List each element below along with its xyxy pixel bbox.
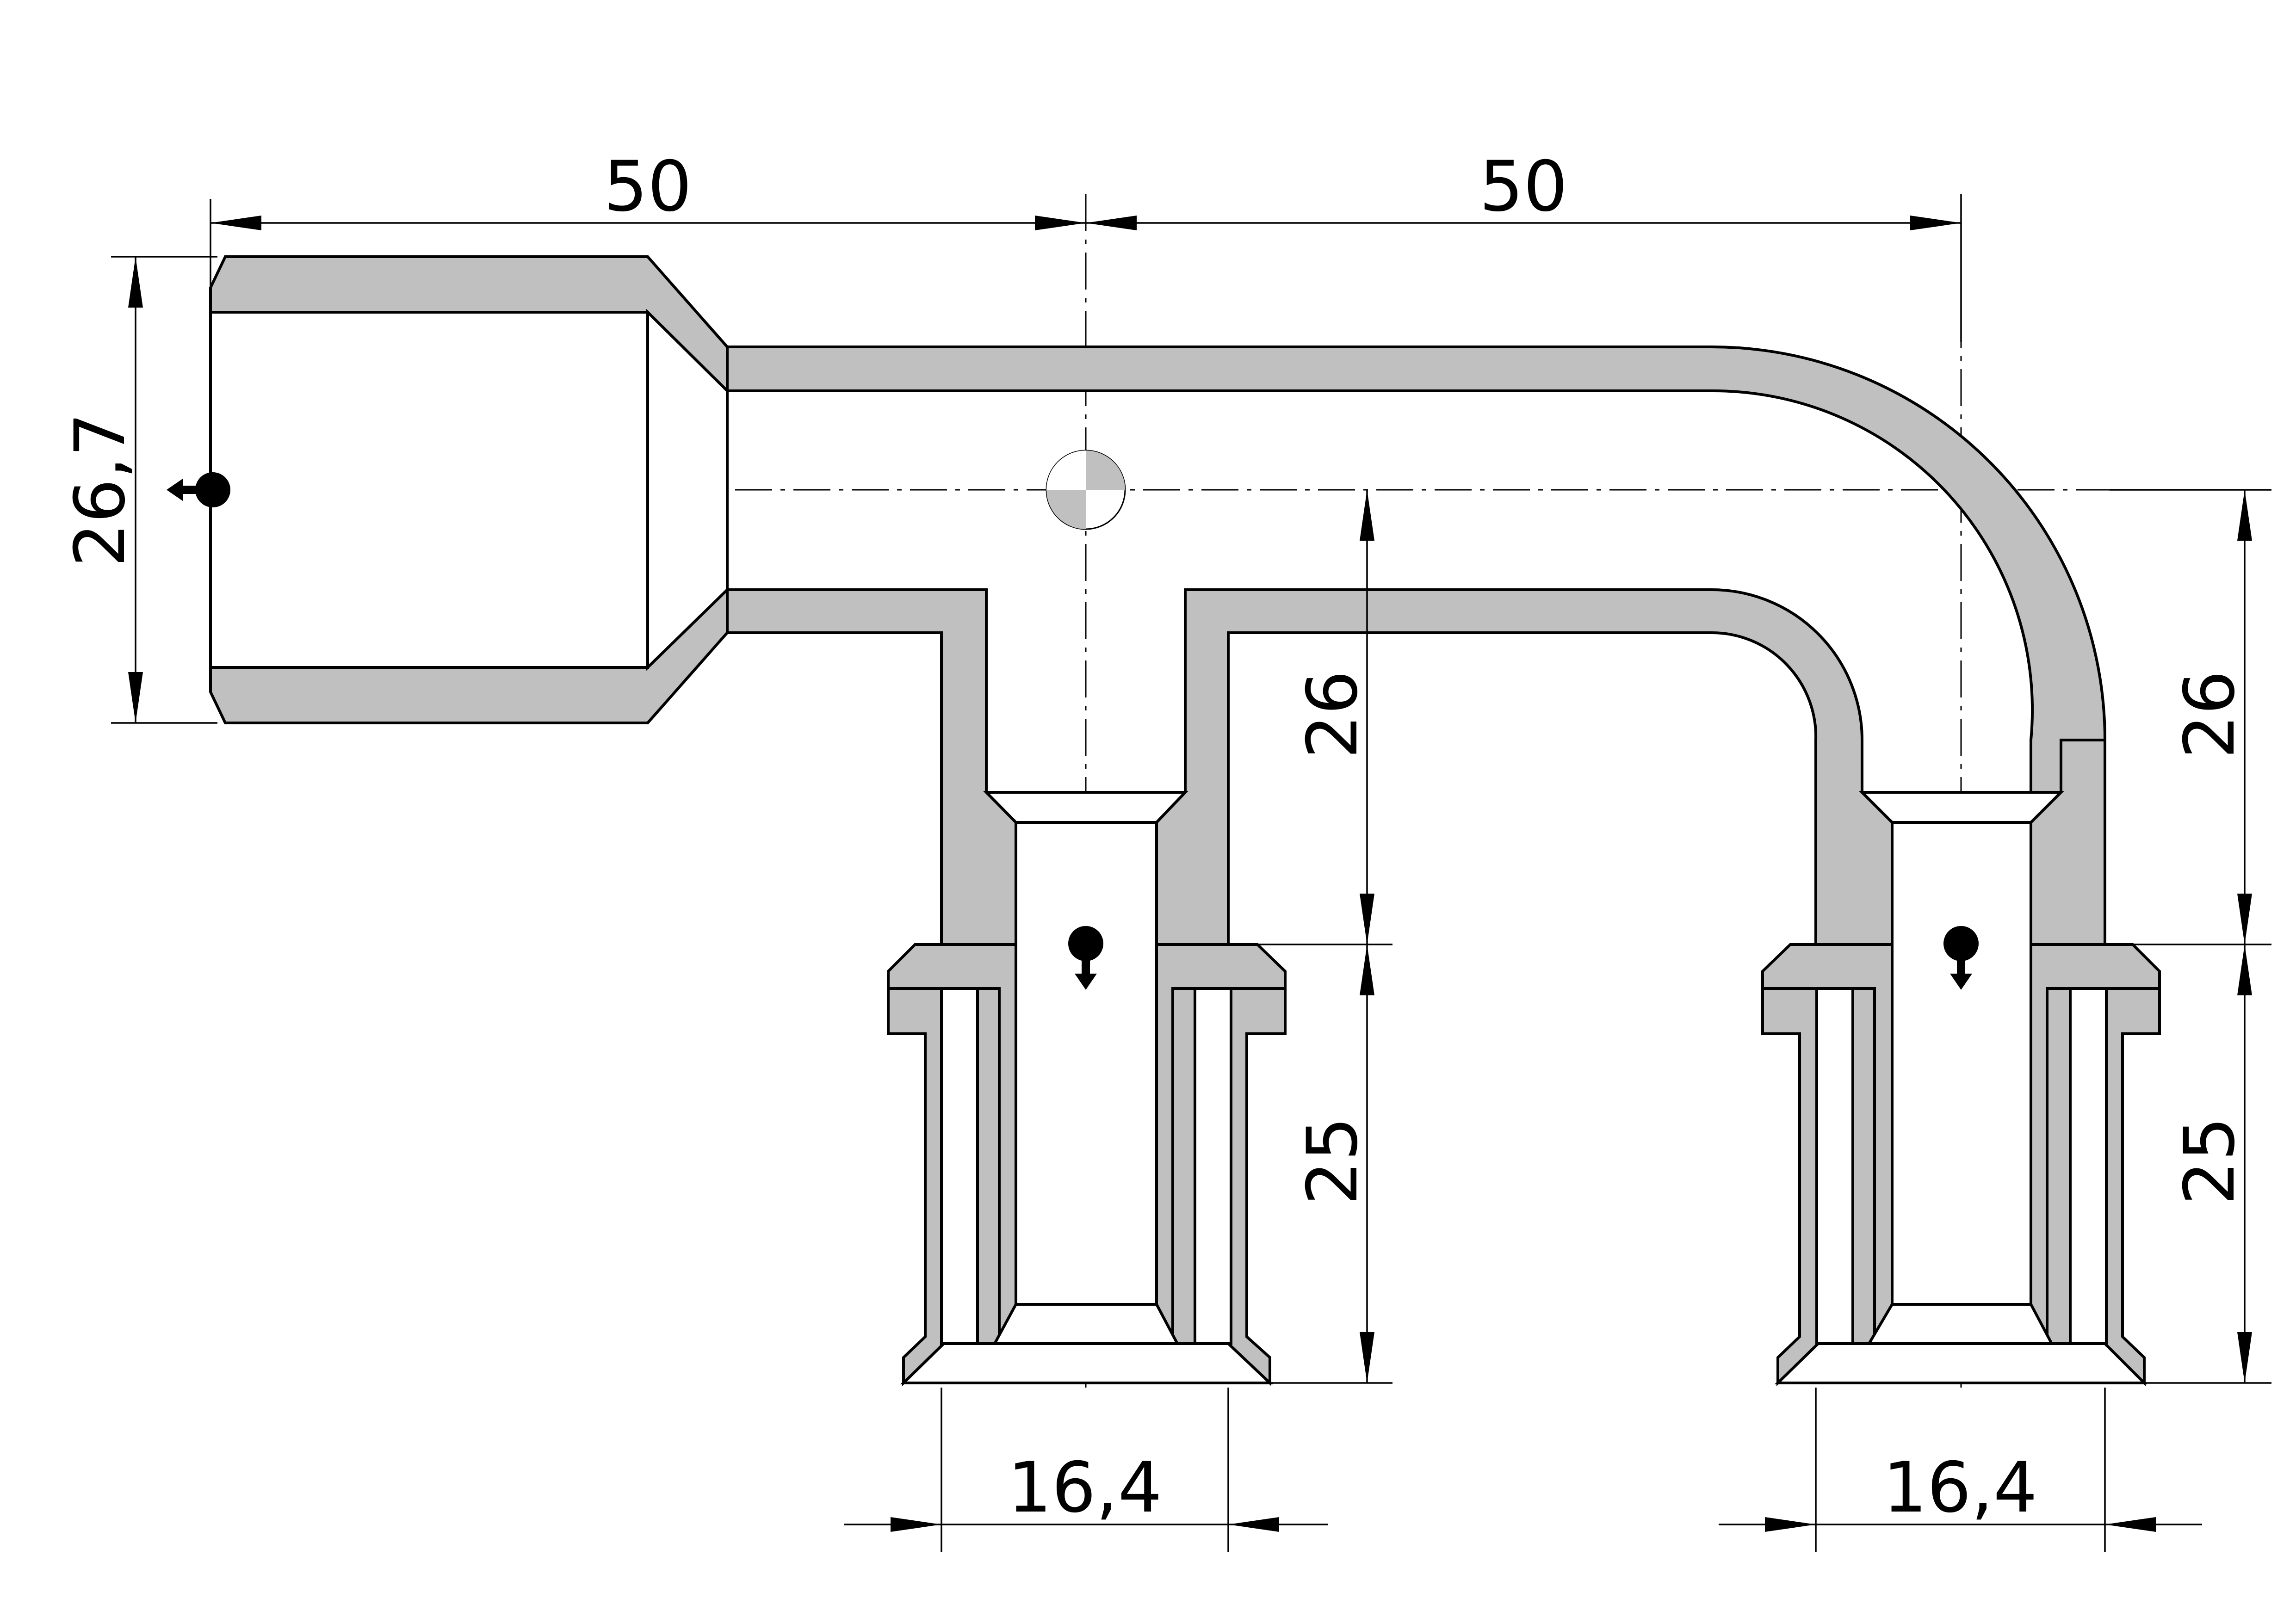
left-outlet-mouth [900, 1342, 1274, 1384]
main-pipe-bottom-wall [726, 588, 1017, 946]
right-outlet-mouth [1774, 1342, 2148, 1384]
left-outlet-port-marker [1068, 926, 1103, 990]
dim-left-lower-height: 25 [1293, 1117, 1373, 1205]
com-quadrant-2 [1046, 450, 1086, 490]
right-sleeve-gap-l [1815, 987, 1854, 1345]
left-branch-right-wall [1155, 588, 1894, 946]
dimension-lines [128, 216, 2252, 1532]
right-outlet-bore [1858, 791, 2065, 1345]
bores [209, 309, 2148, 1384]
dim-inlet-diameter: 26,7 [60, 413, 141, 567]
left-sleeve-gap-l [940, 987, 979, 1345]
left-outlet-bore [983, 791, 1189, 1345]
dim-right-upper-height: 26 [2170, 671, 2250, 759]
dim-right-lower-height: 25 [2170, 1117, 2250, 1205]
right-sleeve-gap-r [2069, 987, 2108, 1345]
com-quadrant-1 [1086, 450, 1125, 490]
dim-left-upper-height: 26 [1293, 671, 1373, 759]
dim-left-length: 50 [604, 147, 692, 227]
center-of-mass-symbol [1046, 450, 1126, 530]
right-outlet-port-marker [1943, 926, 1979, 990]
dim-right-outlet-diameter: 16,4 [1883, 1448, 2037, 1528]
left-sleeve-gap-r [1194, 987, 1232, 1345]
dim-right-length: 50 [1479, 147, 1568, 227]
dim-left-outlet-diameter: 16,4 [1008, 1448, 1162, 1528]
inlet-bore [209, 311, 649, 669]
inlet-port-marker [167, 472, 230, 507]
port-markers [167, 472, 1979, 990]
com-quadrant-3 [1046, 490, 1086, 529]
dimension-labels: 50 50 26,7 26 25 26 25 16,4 16,4 [60, 147, 2250, 1528]
